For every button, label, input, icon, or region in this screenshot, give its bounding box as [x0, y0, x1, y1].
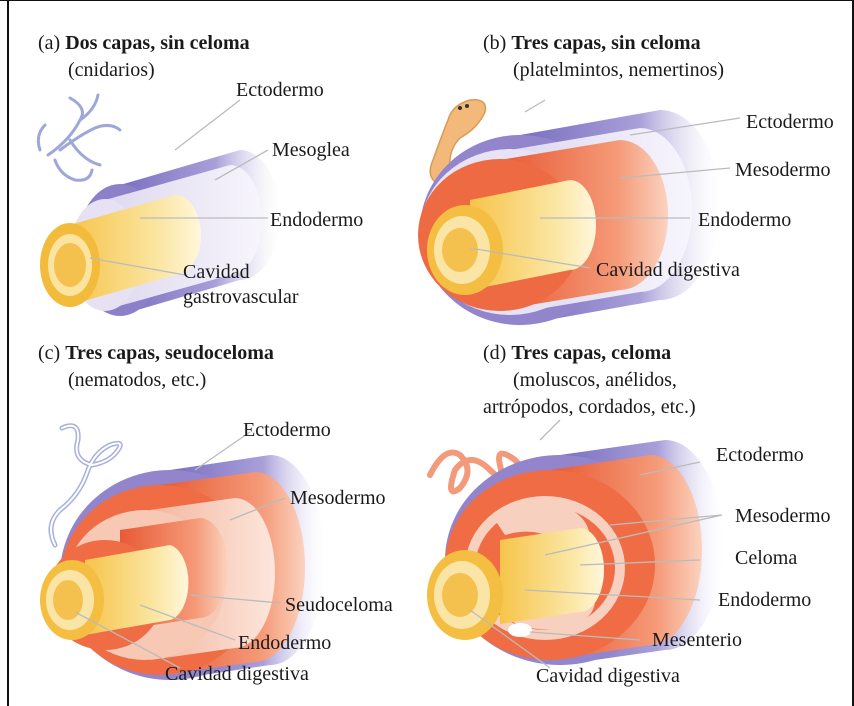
label-d-mesoderm: Mesodermo	[735, 506, 831, 526]
label-a-endoderm: Endodermo	[270, 210, 363, 230]
label-c-mesoderm: Mesodermo	[290, 488, 386, 508]
panel-c-title: (c) Tres capas, seudoceloma	[38, 343, 274, 363]
panel-d-subtitle-line2: artrópodos, cordados, etc.)	[483, 397, 696, 417]
label-d-mesentery: Mesenterio	[652, 630, 742, 650]
label-d-coelom: Celoma	[735, 548, 797, 568]
panel-c-letter: (c)	[38, 342, 60, 364]
panel-c-title-text: Tres capas, seudoceloma	[65, 342, 274, 364]
panel-b-letter: (b)	[483, 32, 506, 54]
label-c-endoderm: Endodermo	[238, 633, 331, 653]
panel-b-title-text: Tres capas, sin celoma	[511, 32, 700, 54]
panel-c-subtitle: (nematodos, etc.)	[68, 370, 206, 390]
label-c-ectoderm: Ectodermo	[243, 420, 331, 440]
label-a-cavity-line1: Cavidad	[183, 262, 250, 282]
label-b-ectoderm: Ectodermo	[746, 112, 834, 132]
panel-a-title: (a) Dos capas, sin celoma	[38, 33, 250, 53]
label-d-cavity: Cavidad digestiva	[536, 666, 680, 686]
label-d-ectoderm: Ectodermo	[716, 445, 804, 465]
panel-a-title-text: Dos capas, sin celoma	[65, 32, 249, 54]
panel-a-subtitle: (cnidarios)	[68, 60, 155, 80]
panel-b-title: (b) Tres capas, sin celoma	[483, 33, 701, 53]
panel-d-title: (d) Tres capas, celoma	[483, 343, 671, 363]
panel-d-subtitle-line1: (moluscos, anélidos,	[513, 370, 677, 390]
label-b-cavity: Cavidad digestiva	[596, 260, 740, 280]
panel-d-title-text: Tres capas, celoma	[511, 342, 671, 364]
label-a-ectoderm: Ectodermo	[236, 80, 324, 100]
label-d-endoderm: Endodermo	[718, 590, 811, 610]
label-a-mesoglea: Mesoglea	[272, 140, 350, 160]
panel-d-letter: (d)	[483, 342, 506, 364]
label-c-cavity: Cavidad digestiva	[165, 664, 309, 684]
label-b-endoderm: Endodermo	[698, 210, 791, 230]
label-b-mesoderm: Mesodermo	[735, 160, 831, 180]
label-c-pseudocoelom: Seudoceloma	[285, 595, 393, 615]
label-a-cavity-line2: gastrovascular	[183, 287, 299, 307]
panel-a-letter: (a)	[38, 32, 60, 54]
cnidarian-icon	[38, 95, 120, 180]
panel-b-subtitle: (platelmintos, nemertinos)	[513, 60, 724, 80]
panel-b-graphic	[418, 100, 740, 325]
